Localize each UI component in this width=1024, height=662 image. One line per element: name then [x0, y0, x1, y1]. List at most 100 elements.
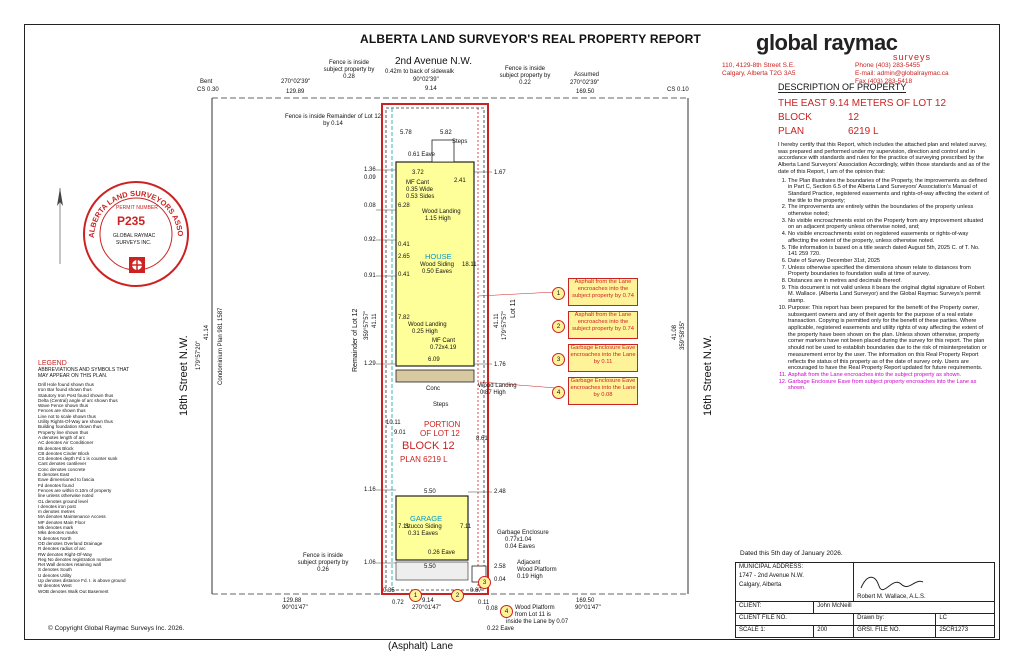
dim-bottom: 0.08 — [486, 606, 498, 612]
dim-left: 1.06 — [364, 560, 376, 566]
legend-item: Reg No denotes registration number — [38, 556, 113, 562]
legend-item: Property line shown thus — [38, 429, 89, 435]
municipal-address-cell: MUNICIPAL ADDRESS: 1747 - 2nd Avenue N.W… — [734, 562, 855, 602]
fence-note-bottom-left: Fence is inside subject property by 0.26 — [297, 553, 349, 573]
garbage-enclosure: Garbage Enclosure — [497, 530, 549, 536]
callout-number: 1 — [552, 287, 565, 300]
dim-right: 1.67 — [494, 170, 506, 176]
fence-note-remainder: Fence is inside Remainder of Lot 12 by 0… — [284, 114, 382, 127]
street-top: 2nd Avenue N.W. — [395, 56, 473, 67]
remainder-bearing: 359°57'57" — [364, 310, 370, 340]
cert-item: Unless otherwise specified the dimension… — [788, 265, 990, 278]
bearing-top: 90°02'39" — [413, 77, 439, 83]
lot-description: THE EAST 9.14 METERS OF LOT 12 — [778, 98, 947, 109]
address-line-1: 110, 4129-8th Street S.E. — [722, 62, 795, 69]
callout-number: 2 — [552, 320, 565, 333]
legend-item: Fd denotes found — [38, 482, 74, 488]
plan-marker: 2 — [451, 589, 464, 602]
lot11-dist: 41.11 — [494, 313, 500, 328]
mf-cant-1-dim: 0.35 Wide — [406, 187, 434, 193]
stamp-permit: PERMIT NUMBER — [116, 205, 158, 211]
dim-left: 1.16 — [364, 487, 376, 493]
left-bearing: 179°57'20" — [196, 340, 202, 370]
mf-cant-1-sides: 0.53 Sides — [406, 194, 435, 200]
dim-inner: 2.41 — [454, 178, 466, 184]
grsi-value: 25CR1273 — [935, 625, 995, 638]
scale-value: 200 — [813, 625, 855, 638]
dim-right: 0.04 — [494, 577, 506, 583]
mf-cant-1: MF Cant — [406, 180, 430, 186]
dim-inner: 6.09 — [428, 357, 440, 363]
drawing-frame — [24, 24, 1000, 640]
company-address: 110, 4129-8th Street S.E. Calgary, Alber… — [722, 62, 795, 78]
signer-name: Robert M. Wallace, A.L.S. — [857, 594, 926, 600]
legend-item: OD denotes Overland Drainage — [38, 540, 103, 546]
left-block-dist-bottom: 129.88 — [283, 598, 302, 604]
garage-eaves: 0.31 Eaves — [408, 531, 439, 537]
phone: Phone (403) 283-5455 — [855, 62, 921, 69]
remainder-label: Remainder of Lot 12 — [352, 308, 359, 372]
garbage-dim: 0.77x1.04 — [505, 537, 532, 543]
platform-2: Wood Platform — [515, 605, 555, 611]
left-block-bearing: 270°02'39" — [281, 79, 311, 85]
cert-item: The improvements are entirely within the… — [788, 204, 990, 217]
mf-cant-2-dim: 0.72x4.19 — [430, 345, 457, 351]
cert-item: Asphalt from the Lane encroaches into th… — [788, 372, 990, 379]
dim-inner: 5.50 — [424, 489, 436, 495]
dated-line: Dated this 5th day of January 2026. — [740, 550, 843, 557]
dim-bottom: 0.67 — [470, 588, 482, 594]
dim-inner: 9.01 — [394, 430, 406, 436]
email: E-mail: admin@globalraymac.ca — [855, 70, 949, 77]
dim-inner: 5.50 — [424, 564, 436, 570]
dim-inner: 5.82 — [440, 130, 452, 136]
scale-label: SCALE 1: — [734, 625, 815, 638]
dim-inner: 18.11 — [462, 262, 477, 268]
description-heading: DESCRIPTION OF PROPERTY — [778, 82, 907, 93]
lot11-label: Lot 11 — [510, 299, 517, 318]
dim-left: 1.36 — [364, 167, 376, 173]
legend-item: U denotes Utility — [38, 572, 72, 578]
legend-item: Fences are shown thus — [38, 408, 86, 414]
client-file-label: CLIENT FILE NO. — [734, 613, 855, 626]
dim-left: 0.91 — [364, 273, 376, 279]
mf-cant-2: MF Cant — [432, 338, 456, 344]
platform-2b: from Lot 11 is — [515, 612, 551, 618]
legend-item: E denotes East — [38, 472, 70, 478]
legend-item: Wave Fence shown thus — [38, 403, 89, 409]
legend-item: W denotes West — [38, 583, 72, 589]
plan-marker: 3 — [478, 576, 491, 589]
garage-label: GARAGE — [410, 514, 443, 523]
right-block-dist: 169.50 — [576, 89, 595, 95]
legend-item: A denotes length of arc — [38, 434, 85, 440]
bent-label: Bent — [200, 79, 213, 85]
dim-inner: 2.65 — [398, 254, 410, 260]
cert-item: Purpose: This report has been prepared f… — [788, 305, 990, 372]
dim-right: 1.76 — [494, 362, 506, 368]
cs-left: CS 0.30 — [197, 87, 219, 93]
assumed-label: Assumed — [574, 72, 600, 78]
callout-box: Garbage Enclosure Eave encroaches into t… — [568, 344, 638, 372]
steps-top: Steps — [452, 139, 468, 145]
dim-inner: 8.61 — [476, 436, 488, 442]
cs-right: CS 0.10 — [667, 87, 689, 93]
legend-item: CS denotes depth Fd 1 is counter sunk — [38, 456, 118, 462]
left-block-dist: 129.89 — [286, 89, 305, 95]
municipal-city: Calgary, Alberta — [739, 582, 782, 588]
block-value: 12 — [848, 112, 860, 123]
dim-bottom: 0.72 — [392, 600, 404, 606]
dim-left: 0.92 — [364, 237, 376, 243]
certification-text: I hereby certify that this Report, which… — [778, 142, 990, 392]
block-label-plan: BLOCK 12 — [402, 440, 455, 452]
company-logo: global raymac — [756, 30, 898, 55]
dim-inner: 7.11 — [460, 524, 472, 530]
house-eaves: 0.50 Eaves — [422, 269, 453, 275]
legend-item: AC denotes Air Conditioner — [38, 440, 94, 446]
legend-item: Mks denotes marks — [38, 530, 78, 536]
lot11-bearing: 179°57'57" — [502, 310, 508, 340]
bearing-bottom: 270°01'47" — [412, 605, 442, 611]
legend-item: Building foundation shown thus — [38, 424, 102, 430]
fence-note-top-left: Fence is inside subject property by 0.28 — [323, 60, 375, 80]
callout-number: 4 — [552, 386, 565, 399]
legend-item: Bk denotes Block — [38, 445, 74, 451]
cert-item: No visible encroachments exist on the Pr… — [788, 218, 990, 231]
